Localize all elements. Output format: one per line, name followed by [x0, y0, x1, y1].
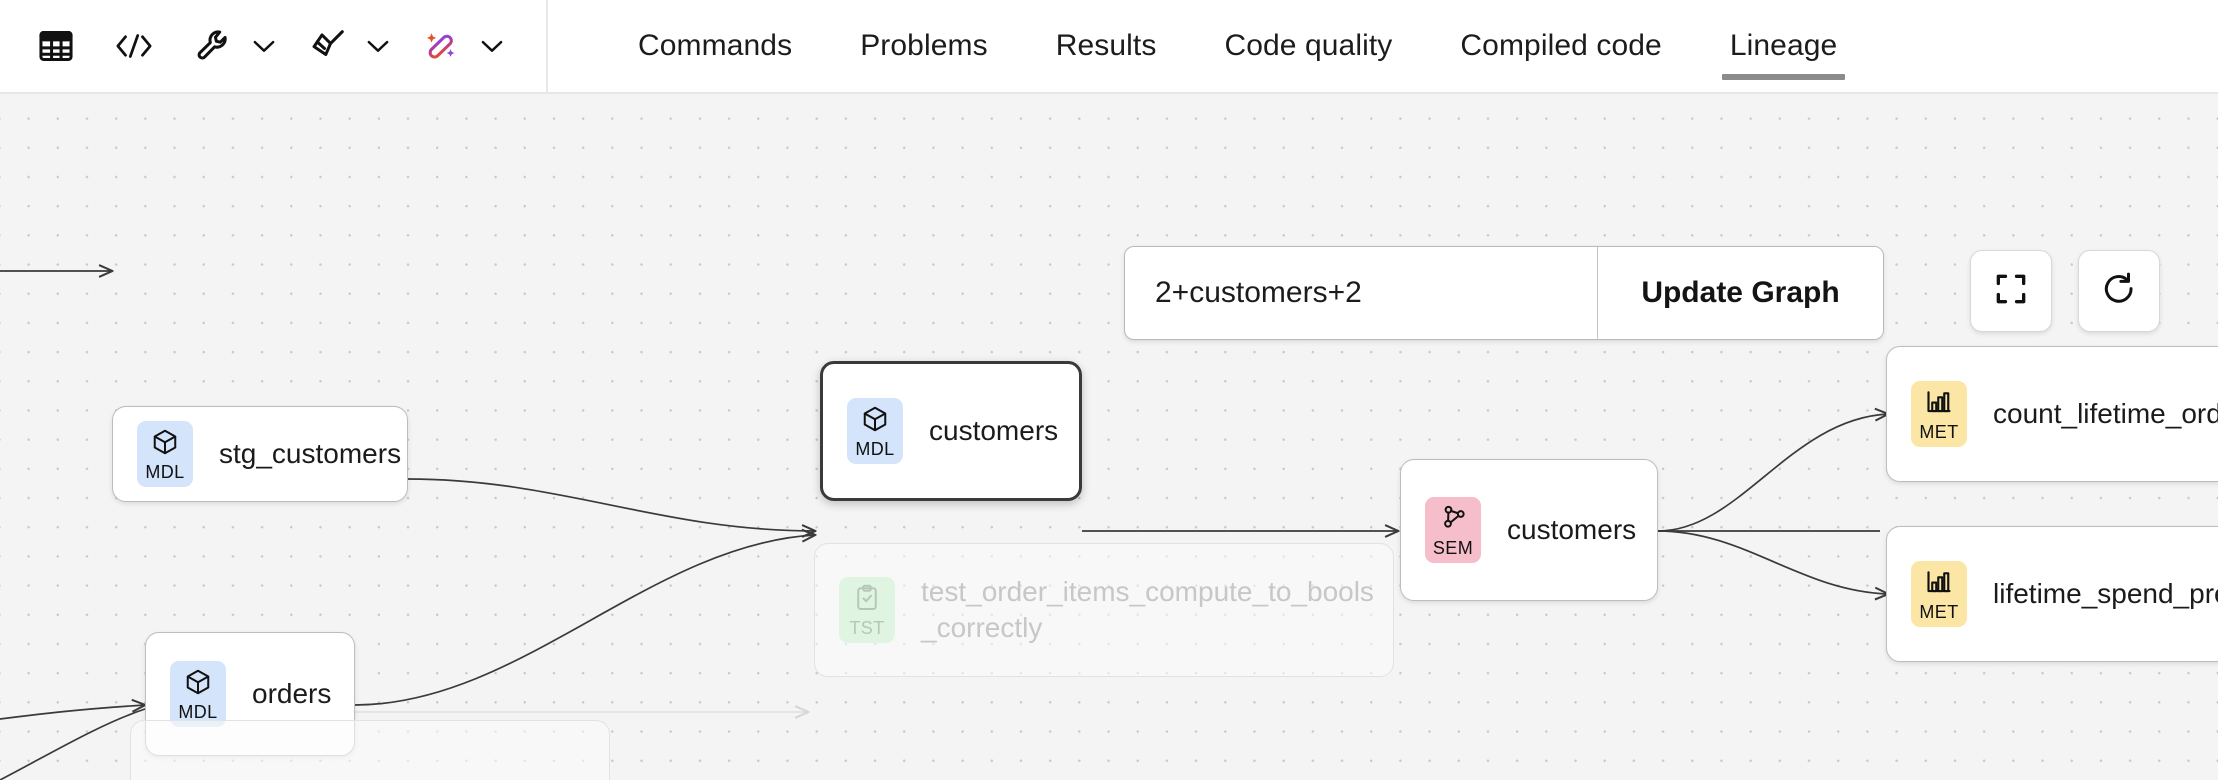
tab-bar: Commands Problems Results Code quality C… [548, 0, 1871, 92]
tab-label: Code quality [1224, 29, 1393, 62]
tab-label: Results [1055, 29, 1157, 62]
tab-label: Problems [860, 29, 988, 62]
node-type-badge-met: MET [1911, 381, 1967, 447]
ai-assist-button[interactable] [414, 18, 470, 74]
network-graph-icon [1438, 503, 1468, 538]
bar-chart-icon [1924, 387, 1954, 422]
lineage-node-count-lifetime-orders[interactable]: MET count_lifetime_orders [1886, 346, 2218, 482]
tab-label: Lineage [1729, 29, 1838, 62]
fit-view-button[interactable] [1970, 250, 2052, 332]
node-type-badge-sem: SEM [1425, 497, 1481, 563]
wrench-icon [195, 27, 233, 65]
code-brackets-icon [114, 29, 154, 63]
lineage-node-customers-model[interactable]: MDL customers [820, 361, 1082, 501]
lineage-node-customers-semantic[interactable]: SEM customers [1400, 459, 1658, 601]
tab-results[interactable]: Results [1022, 0, 1191, 92]
tab-compiled-code[interactable]: Compiled code [1426, 0, 1695, 92]
cube-icon [150, 427, 180, 462]
graph-search-control: Update Graph [1124, 246, 1884, 340]
lineage-node-stg-customers[interactable]: MDL stg_customers [112, 406, 408, 502]
lineage-edges [0, 94, 2218, 780]
toolbar-icon-group [0, 0, 548, 92]
broom-icon [309, 27, 347, 65]
lineage-node-lifetime-spend-pretax[interactable]: MET lifetime_spend_pretax [1886, 526, 2218, 662]
code-view-button[interactable] [106, 18, 162, 74]
badge-label: MET [1919, 422, 1959, 442]
lineage-canvas[interactable]: Update Graph [0, 94, 2218, 780]
badge-label: MET [1919, 602, 1959, 622]
table-view-button[interactable] [28, 18, 84, 74]
badge-label: MDL [178, 702, 218, 722]
update-graph-button[interactable]: Update Graph [1597, 247, 1883, 339]
refresh-button[interactable] [2078, 250, 2160, 332]
magic-wand-icon [423, 27, 461, 65]
badge-label: MDL [855, 439, 895, 459]
ai-chevron-down-icon[interactable] [470, 18, 514, 74]
lineage-node-test-order-items[interactable]: TST test_order_items_compute_to_bools _c… [814, 543, 1394, 677]
tab-label: Commands [638, 29, 793, 62]
clipboard-check-icon [852, 583, 882, 618]
node-label: test_order_items_compute_to_bools _corre… [921, 576, 1374, 643]
graph-search-input[interactable] [1125, 247, 1597, 339]
bar-chart-icon [1924, 567, 1954, 602]
node-type-badge-met: MET [1911, 561, 1967, 627]
node-label: customers [929, 415, 1059, 447]
tab-problems[interactable]: Problems [826, 0, 1022, 92]
tab-lineage[interactable]: Lineage [1696, 0, 1871, 92]
tab-code-quality[interactable]: Code quality [1190, 0, 1426, 92]
refresh-icon [2100, 270, 2138, 313]
canvas-controls [1970, 250, 2160, 332]
fullscreen-frame-icon [1992, 270, 2030, 313]
cube-icon [183, 667, 213, 702]
node-type-badge-mdl: MDL [137, 421, 193, 487]
node-label: lifetime_spend_pretax [1993, 578, 2218, 610]
node-label: customers [1507, 514, 1637, 546]
format-chevron-down-icon[interactable] [356, 18, 400, 74]
node-label: orders [252, 678, 332, 710]
tools-button[interactable] [186, 18, 242, 74]
table-icon [37, 27, 75, 65]
badge-label: TST [849, 618, 885, 638]
node-type-badge-tst: TST [839, 577, 895, 643]
badge-label: SEM [1432, 538, 1474, 558]
lineage-node-test-partial[interactable]: TST [130, 720, 610, 780]
format-button[interactable] [300, 18, 356, 74]
cube-icon [860, 404, 890, 439]
node-label: stg_customers [219, 438, 402, 470]
node-label: count_lifetime_orders [1993, 398, 2218, 430]
node-type-badge-mdl: MDL [170, 661, 226, 727]
node-type-badge-mdl: MDL [847, 398, 903, 464]
tab-commands[interactable]: Commands [604, 0, 826, 92]
tab-label: Compiled code [1460, 29, 1662, 62]
top-toolbar: Commands Problems Results Code quality C… [0, 0, 2218, 94]
tools-chevron-down-icon[interactable] [242, 18, 286, 74]
badge-label: MDL [145, 462, 185, 482]
